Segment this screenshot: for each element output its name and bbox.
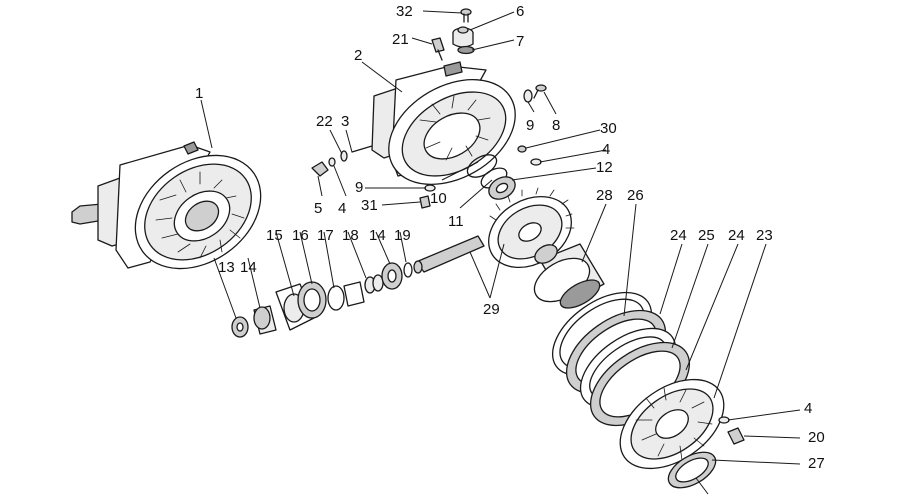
- callout-16: 16: [292, 227, 309, 244]
- callout-13: 13: [218, 259, 235, 276]
- callout-labels: 1 2 3 4 4 4 5 6 7 8 9 9 10 11 12 13 14 1…: [195, 3, 825, 472]
- part-6-filler-cap: [452, 26, 474, 48]
- part-16-seal: [297, 281, 327, 319]
- callout-4-right: 4: [602, 141, 610, 158]
- callout-24-b: 24: [728, 227, 745, 244]
- callout-29: 29: [483, 301, 500, 318]
- callout-4-left: 4: [338, 200, 346, 217]
- part-17-o-ring: [327, 285, 345, 311]
- part-7-seal-ring: [457, 45, 475, 55]
- callout-10: 10: [430, 190, 447, 207]
- part-23-end-cover: [619, 378, 725, 470]
- callout-23: 23: [756, 227, 773, 244]
- callout-19: 19: [394, 227, 411, 244]
- callout-8: 8: [552, 117, 560, 134]
- part-13-nut: [231, 316, 249, 338]
- callout-22: 22: [316, 113, 333, 130]
- callout-15: 15: [266, 227, 283, 244]
- callout-6: 6: [516, 3, 524, 20]
- callout-21: 21: [392, 31, 409, 48]
- part-28-differential-unit: [533, 243, 605, 309]
- part-2-gearbox-housing: [371, 61, 516, 186]
- part-1-housing-cover: [71, 141, 262, 270]
- part-20-screw: [727, 427, 745, 445]
- part-14-bearing-left: [253, 305, 277, 335]
- callout-9-top: 9: [526, 117, 534, 134]
- callout-5: 5: [314, 200, 322, 217]
- part-4-washer-left: [328, 157, 336, 167]
- callout-7: 7: [516, 33, 524, 50]
- callout-17: 17: [317, 227, 334, 244]
- part-4-washer-right: [530, 158, 542, 166]
- part-3-stud: [351, 145, 373, 153]
- callout-3: 3: [341, 113, 349, 130]
- part-21-breather: [431, 37, 445, 61]
- part-32-screw: [460, 8, 472, 23]
- callout-27: 27: [808, 455, 825, 472]
- part-30-screw: [517, 145, 527, 153]
- callout-12: 12: [596, 159, 613, 176]
- leader-lines: [200, 10, 801, 495]
- callout-32: 32: [396, 3, 413, 20]
- part-22-washer: [340, 150, 348, 162]
- part-19-ring: [403, 262, 413, 278]
- callout-1: 1: [195, 85, 203, 102]
- part-12-bearing: [488, 176, 516, 200]
- callout-31: 31: [361, 197, 378, 214]
- callout-28: 28: [596, 187, 613, 204]
- callout-14-right: 14: [369, 227, 386, 244]
- callout-30: 30: [600, 120, 617, 137]
- part-9-washer-top: [523, 89, 533, 103]
- callout-4-bottom: 4: [804, 400, 812, 417]
- callout-18: 18: [342, 227, 359, 244]
- callout-26: 26: [627, 187, 644, 204]
- callout-25: 25: [698, 227, 715, 244]
- callout-9-mid: 9: [355, 179, 363, 196]
- callout-2: 2: [354, 47, 362, 64]
- part-18-spacer: [343, 274, 384, 307]
- part-8-screw: [533, 84, 547, 99]
- callout-24-a: 24: [670, 227, 687, 244]
- callout-20: 20: [808, 429, 825, 446]
- callout-11: 11: [448, 213, 464, 230]
- part-31-screw: [419, 195, 431, 209]
- callout-14-left: 14: [240, 259, 257, 276]
- part-5-cap-nut: [311, 161, 329, 177]
- part-4-washer-bottom: [718, 416, 730, 424]
- part-14-bearing-right: [381, 262, 403, 290]
